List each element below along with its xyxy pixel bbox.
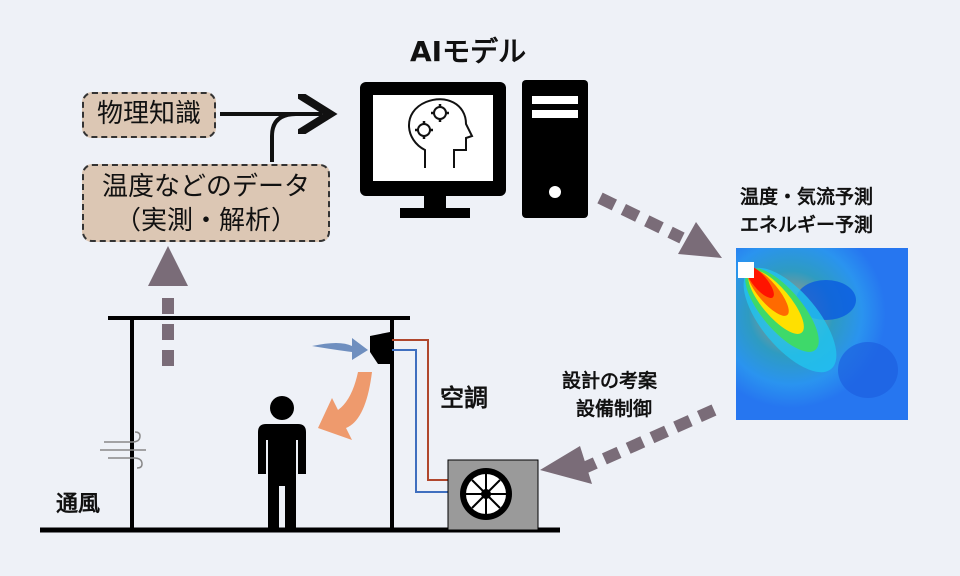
indoor-ac-unit-icon — [370, 332, 390, 364]
dashed-arrow-to-equipment — [540, 404, 717, 484]
ai-head-gears-icon — [408, 98, 474, 168]
person-icon — [258, 396, 306, 528]
pc-tower-icon — [522, 80, 588, 218]
airflow-to-person-arrow — [318, 372, 372, 440]
input-flow-arrow — [220, 114, 322, 162]
physics-knowledge-box: 物理知識 — [82, 92, 216, 138]
dashed-arrow-to-prediction — [597, 192, 722, 258]
supply-airflow-arrow — [312, 338, 368, 360]
physics-knowledge-label: 物理知識 — [96, 99, 201, 129]
ventilation-label: 通風 — [56, 492, 101, 517]
prediction-label-line2: エネルギー予測 — [740, 214, 874, 236]
dashed-arrow-to-data — [148, 246, 188, 366]
outdoor-ac-unit-icon — [447, 459, 539, 531]
refrigerant-pipes — [392, 339, 448, 493]
wind-icon — [100, 431, 146, 469]
design-label-line2: 設備制御 — [576, 398, 653, 420]
design-label-line1: 設計の考案 — [562, 370, 658, 392]
temperature-airflow-heatmap — [736, 248, 908, 420]
ac-label: 空調 — [440, 384, 488, 412]
data-box-line2: （実測・解析） — [114, 206, 297, 236]
ai-model-title: AIモデル — [410, 35, 527, 68]
prediction-label-line1: 温度・気流予測 — [740, 186, 874, 208]
data-box-line1: 温度などのデータ — [101, 172, 310, 202]
data-box: 温度などのデータ （実測・解析） — [82, 164, 330, 242]
computer-monitor-icon — [360, 82, 506, 218]
